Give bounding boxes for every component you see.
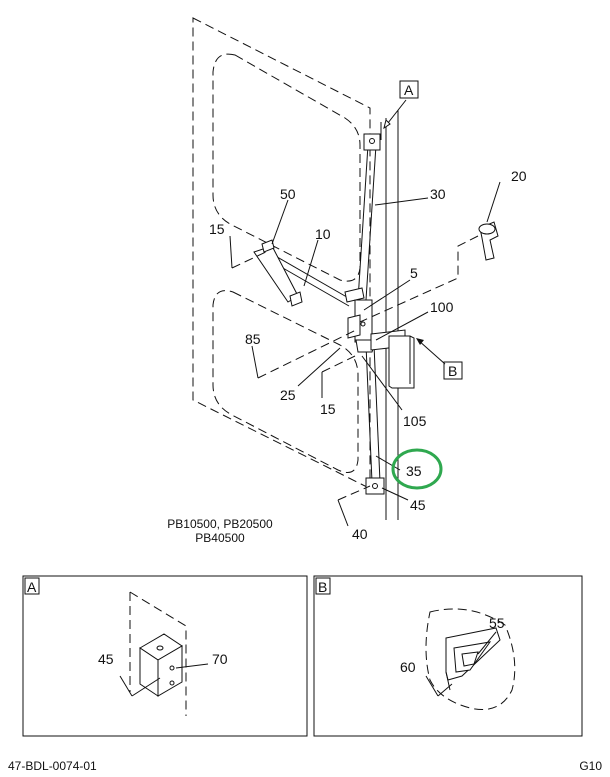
doc-id: 47-BDL-0074-01: [8, 759, 97, 773]
detail-a-callout-45: 45: [98, 651, 114, 667]
highlight-circle: [391, 448, 443, 490]
callout-35: 35: [406, 463, 422, 479]
vertical-latch-rod: [357, 133, 385, 495]
view-a-letter: A: [404, 82, 414, 98]
detail-b-panel: B 55 60: [313, 575, 583, 737]
callout-105: 105: [403, 413, 427, 429]
detail-b-callout-55: 55: [489, 615, 505, 631]
model-caption-line2: PB40500: [195, 531, 245, 545]
callout-40: 40: [352, 526, 368, 542]
detail-b-letter: B: [318, 579, 327, 595]
callout-100: 100: [430, 299, 454, 315]
detail-a-letter: A: [27, 579, 37, 595]
model-caption-line1: PB10500, PB20500: [167, 517, 273, 531]
callout-20: 20: [511, 168, 527, 184]
callout-15-lower: 15: [320, 401, 336, 417]
callout-50: 50: [280, 186, 296, 202]
view-b-letter: B: [448, 363, 457, 379]
callout-15-upper: 15: [209, 221, 225, 237]
callout-labels: 20 30 50 10 15 5 100 85 25 15 105 35 45 …: [209, 168, 527, 542]
callout-10: 10: [315, 226, 331, 242]
callout-25: 25: [280, 387, 296, 403]
door-jamb: [380, 110, 399, 520]
page-code: G10: [579, 759, 602, 773]
leader-lines: [229, 99, 501, 527]
callout-45: 45: [410, 497, 426, 513]
callout-5: 5: [410, 265, 418, 281]
callout-85: 85: [245, 331, 261, 347]
view-ref-b: B: [443, 361, 463, 380]
horizontal-link-rod: [253, 239, 353, 307]
assembly-dashed-paths: [231, 235, 479, 501]
inside-handle: [370, 329, 415, 389]
callout-30: 30: [430, 186, 446, 202]
detail-a-panel: A 45 70: [22, 575, 308, 737]
outside-handle-part: [478, 221, 499, 261]
detail-a-callout-70: 70: [212, 651, 228, 667]
door-panel-outline: [192, 17, 382, 495]
view-ref-a: A: [399, 80, 419, 99]
detail-b-callout-60: 60: [400, 659, 416, 675]
